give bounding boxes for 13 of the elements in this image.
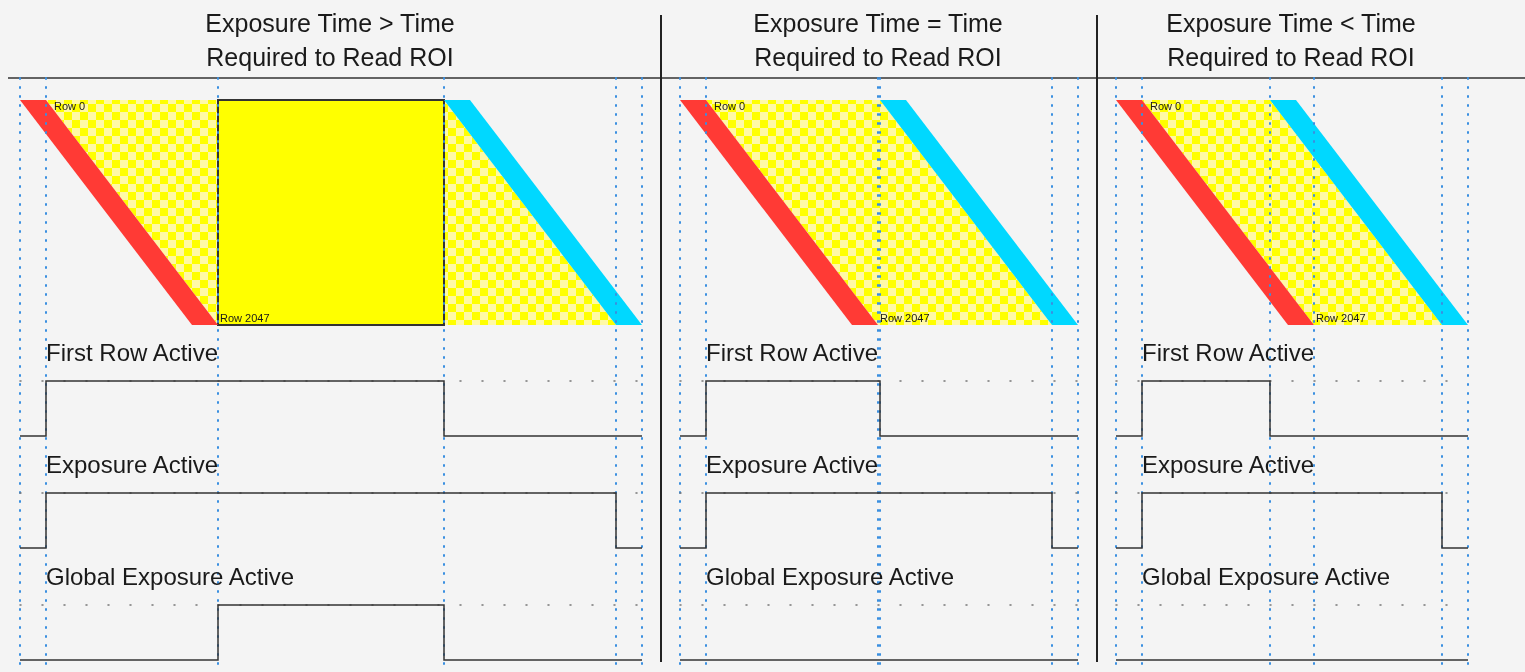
panel-heading: Exposure Time = Time Required to Read ROI bbox=[752, 8, 1004, 73]
signal-label: Global Exposure Active bbox=[706, 562, 955, 592]
signal-label: Exposure Active bbox=[1142, 450, 1315, 480]
signal-label: Global Exposure Active bbox=[46, 562, 295, 592]
panel-heading: Exposure Time < Time Required to Read ROI bbox=[1165, 8, 1417, 73]
signal-label: First Row Active bbox=[1142, 338, 1315, 368]
signal-label: Exposure Active bbox=[46, 450, 219, 480]
signal-label: Global Exposure Active bbox=[1142, 562, 1391, 592]
signal-label: Exposure Active bbox=[706, 450, 879, 480]
signal-label: First Row Active bbox=[706, 338, 879, 368]
row-label: Row 2047 bbox=[220, 312, 270, 324]
signal-label: First Row Active bbox=[46, 338, 219, 368]
panel-heading: Exposure Time > Time Required to Read ROI bbox=[204, 8, 456, 73]
